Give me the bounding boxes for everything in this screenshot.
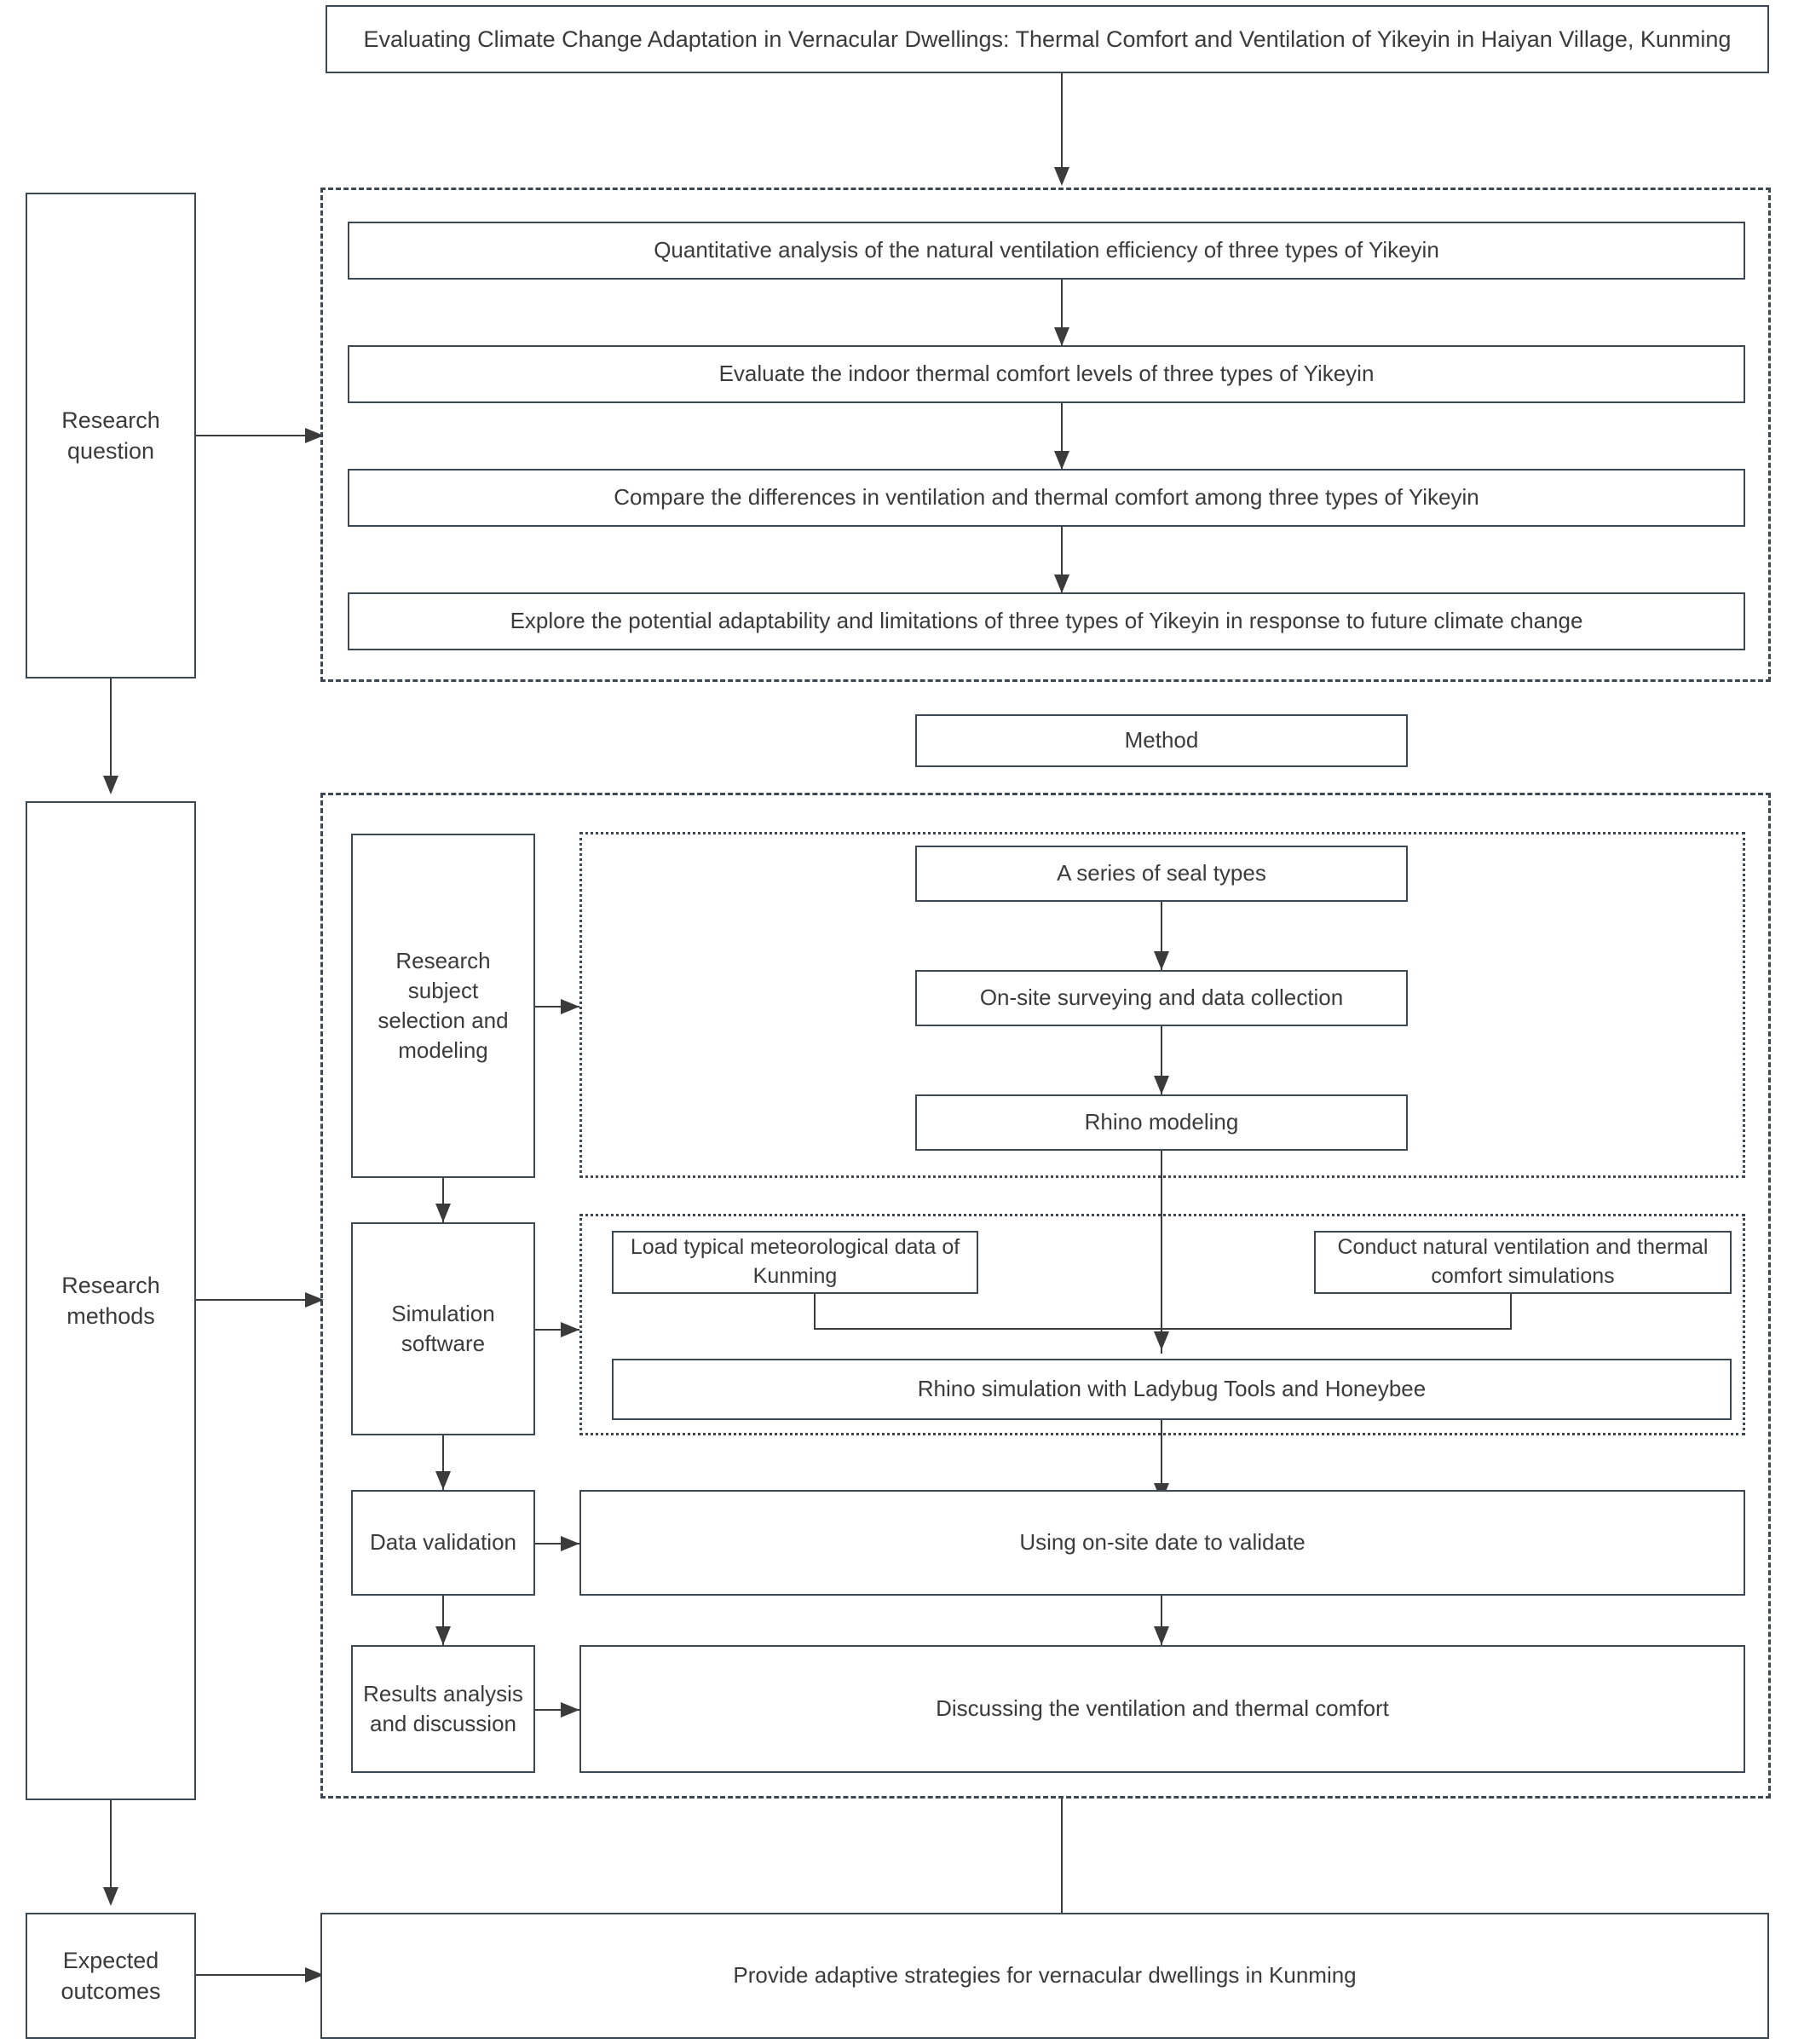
method-header-label: Method xyxy=(1124,727,1199,754)
connector-simulation-to-inputs xyxy=(535,1329,579,1331)
arrowhead-simulation-to-inputs xyxy=(561,1322,579,1337)
research-question-label-4: Explore the potential adaptability and l… xyxy=(510,608,1583,634)
connector-results-to-discussion xyxy=(535,1709,579,1711)
connector-rq1-rq2 xyxy=(1061,280,1063,349)
arrowhead-rq1-rq2 xyxy=(1054,327,1069,346)
research-question-box-4: Explore the potential adaptability and l… xyxy=(348,592,1745,650)
connector-question-to-methods xyxy=(110,678,112,782)
method-stage-box-modeling: Research subject selection and modeling xyxy=(351,834,535,1178)
arrowhead-validation-to-discussion xyxy=(1154,1626,1169,1645)
modeling-step-label-2: On-site surveying and data collection xyxy=(979,984,1344,1011)
connector-validation-to-results xyxy=(442,1596,444,1648)
connector-meteorological-elbow-horizontal xyxy=(814,1328,1162,1330)
modeling-step-label-3: Rhino modeling xyxy=(1084,1109,1239,1135)
discussion-result-box: Discussing the ventilation and thermal c… xyxy=(579,1645,1745,1773)
connector-modeling-to-simulation xyxy=(442,1178,444,1226)
arrowhead-step1-step2 xyxy=(1154,951,1169,970)
connector-discussion-to-outcome xyxy=(1061,1799,1063,1943)
research-question-box-2: Evaluate the indoor thermal comfort leve… xyxy=(348,345,1745,403)
research-question-label-2: Evaluate the indoor thermal comfort leve… xyxy=(718,361,1375,387)
method-header-box: Method xyxy=(915,714,1408,767)
arrowhead-methods-to-group xyxy=(305,1292,324,1308)
arrowhead-question-to-group xyxy=(305,428,324,443)
arrowhead-rq3-rq4 xyxy=(1054,575,1069,593)
arrowhead-methods-to-outcomes xyxy=(103,1887,118,1906)
research-question-box-3: Compare the differences in ventilation a… xyxy=(348,469,1745,527)
arrowhead-results-to-discussion xyxy=(561,1702,579,1718)
simulation-group xyxy=(579,1214,1745,1435)
connector-outcomes-to-box xyxy=(196,1974,315,1976)
connector-ventilation-elbow-vertical xyxy=(1510,1294,1512,1330)
connector-modeling-to-steps xyxy=(535,1006,579,1008)
title-box: Evaluating Climate Change Adaptation in … xyxy=(326,5,1769,73)
research-question-box-1: Quantitative analysis of the natural ven… xyxy=(348,222,1745,280)
arrowhead-validation-to-results xyxy=(435,1626,451,1645)
arrowhead-rhino-modeling-to-simulation xyxy=(1154,1331,1169,1350)
arrowhead-title-to-questions xyxy=(1054,167,1069,186)
research-question-label-3: Compare the differences in ventilation a… xyxy=(614,484,1479,511)
validation-result-label: Using on-site date to validate xyxy=(1019,1529,1306,1556)
simulation-input-box-meteorological: Load typical meteorological data of Kunm… xyxy=(612,1231,978,1294)
modeling-step-label-1: A series of seal types xyxy=(1057,860,1266,886)
modeling-step-box-2: On-site surveying and data collection xyxy=(915,970,1408,1026)
connector-ventilation-elbow-horizontal xyxy=(1161,1328,1512,1330)
arrowhead-step2-step3 xyxy=(1154,1076,1169,1094)
method-stage-label-modeling: Research subject selection and modeling xyxy=(378,947,509,1064)
arrowhead-modeling-to-simulation xyxy=(435,1204,451,1222)
connector-rhino-modeling-to-simulation xyxy=(1161,1151,1162,1354)
research-question-group xyxy=(320,188,1771,682)
connector-question-to-group xyxy=(196,435,315,436)
connector-validation-to-box xyxy=(535,1543,579,1545)
modeling-step-box-3: Rhino modeling xyxy=(915,1094,1408,1151)
modeling-steps-group xyxy=(579,832,1745,1178)
connector-step2-step3 xyxy=(1161,1026,1162,1098)
arrowhead-question-to-methods xyxy=(103,776,118,794)
connector-simulation-to-validation xyxy=(442,1435,444,1493)
method-stage-box-validation: Data validation xyxy=(351,1490,535,1596)
connector-engine-to-validation xyxy=(1161,1420,1162,1505)
research-question-label-1: Quantitative analysis of the natural ven… xyxy=(654,237,1439,263)
method-group xyxy=(320,793,1771,1799)
connector-validation-to-discussion xyxy=(1161,1596,1162,1648)
simulation-input-box-ventilation: Conduct natural ventilation and thermal … xyxy=(1314,1231,1732,1294)
arrowhead-rq2-rq3 xyxy=(1054,451,1069,470)
connector-rq2-rq3 xyxy=(1061,403,1063,473)
connector-methods-to-outcomes xyxy=(110,1800,112,1894)
arrowhead-outcomes-to-box xyxy=(305,1967,324,1983)
discussion-result-label: Discussing the ventilation and thermal c… xyxy=(936,1695,1389,1722)
method-stage-box-simulation: Simulation software xyxy=(351,1222,535,1435)
method-stage-label-validation: Data validation xyxy=(370,1529,516,1556)
simulation-input-label-meteorological: Load typical meteorological data of Kunm… xyxy=(630,1235,960,1288)
connector-title-to-questions xyxy=(1061,73,1063,177)
arrowhead-modeling-to-steps xyxy=(561,999,579,1014)
simulation-engine-label: Rhino simulation with Ladybug Tools and … xyxy=(917,1376,1427,1402)
validation-result-box: Using on-site date to validate xyxy=(579,1490,1745,1596)
method-stage-label-results: Results analysis and discussion xyxy=(363,1680,523,1736)
outcome-label: Provide adaptive strategies for vernacul… xyxy=(733,1962,1357,1989)
outcome-box: Provide adaptive strategies for vernacul… xyxy=(320,1913,1769,2039)
method-stage-box-results: Results analysis and discussion xyxy=(351,1645,535,1773)
simulation-input-label-ventilation: Conduct natural ventilation and thermal … xyxy=(1337,1235,1709,1288)
arrowhead-validation-to-box xyxy=(561,1536,579,1551)
method-stage-label-simulation: Simulation software xyxy=(391,1300,495,1356)
arrowhead-simulation-to-validation xyxy=(435,1471,451,1490)
connector-step1-step2 xyxy=(1161,902,1162,973)
title-label: Evaluating Climate Change Adaptation in … xyxy=(363,26,1732,52)
connector-rq3-rq4 xyxy=(1061,527,1063,597)
modeling-step-box-1: A series of seal types xyxy=(915,846,1408,902)
connector-meteorological-elbow-vertical xyxy=(814,1294,816,1330)
connector-methods-to-group xyxy=(196,1299,315,1301)
simulation-engine-box: Rhino simulation with Ladybug Tools and … xyxy=(612,1359,1732,1420)
